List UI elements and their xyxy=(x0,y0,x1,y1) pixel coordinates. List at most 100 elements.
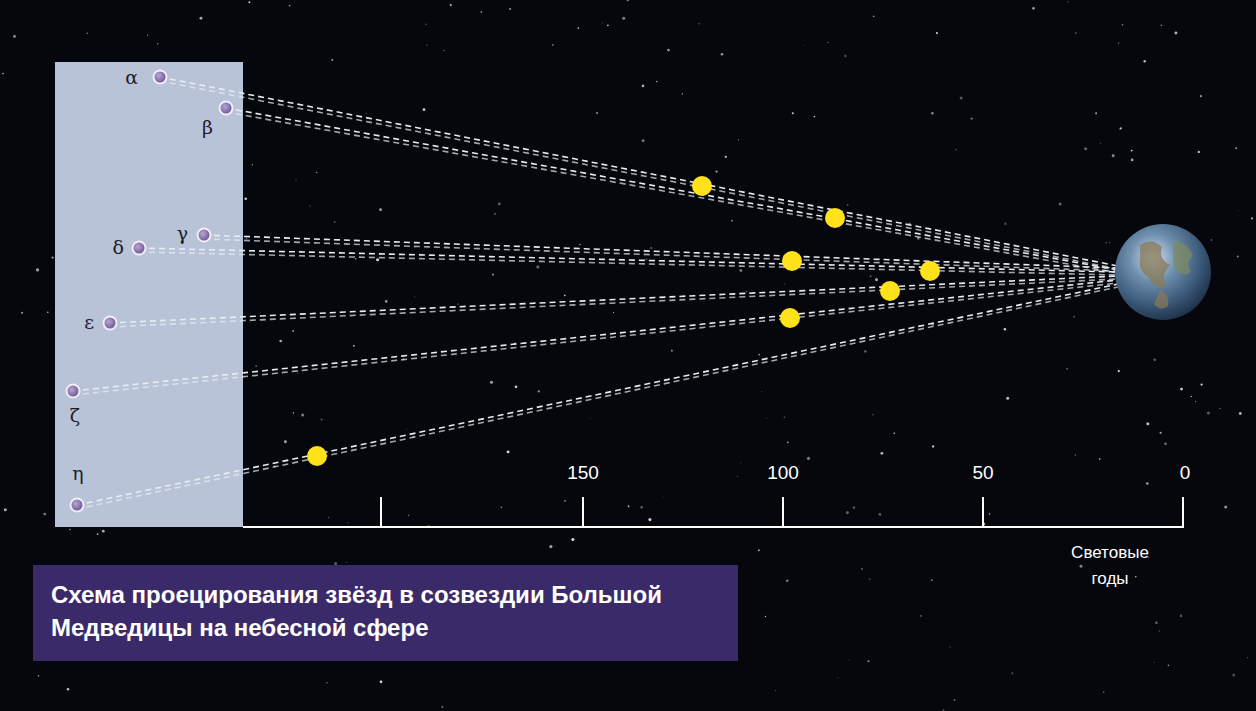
bg-star xyxy=(1211,239,1212,240)
bg-star xyxy=(347,522,349,524)
bg-star xyxy=(1011,672,1013,674)
bg-star xyxy=(847,204,848,205)
bg-star xyxy=(450,4,452,6)
bg-star xyxy=(334,221,336,223)
bg-star xyxy=(837,676,839,678)
sight-line xyxy=(226,112,1118,273)
bg-star xyxy=(1159,630,1161,632)
bg-star xyxy=(331,59,333,61)
bg-star xyxy=(353,345,355,347)
bg-star xyxy=(725,156,727,158)
bg-star xyxy=(1160,432,1162,434)
bg-star xyxy=(1161,24,1163,26)
bg-star xyxy=(844,55,846,57)
bg-star xyxy=(774,690,776,692)
bg-star xyxy=(642,139,645,142)
sight-line xyxy=(139,252,1118,275)
bg-star xyxy=(1004,222,1007,225)
bg-star xyxy=(1144,60,1146,62)
bg-star xyxy=(494,213,496,215)
bg-star xyxy=(648,518,651,521)
bg-star xyxy=(740,462,742,464)
star-letter: α xyxy=(125,66,138,88)
bg-star xyxy=(157,43,159,45)
bg-star xyxy=(4,508,7,511)
bg-star xyxy=(682,93,683,94)
bg-star xyxy=(875,278,878,281)
bg-star xyxy=(869,578,871,580)
sight-line xyxy=(204,239,1118,271)
projected-stars xyxy=(67,71,233,512)
bg-star xyxy=(69,529,70,530)
scale-number: 150 xyxy=(567,462,599,484)
bg-star xyxy=(248,1,250,3)
sight-line xyxy=(160,77,1118,266)
projected-star xyxy=(71,499,84,512)
bg-star xyxy=(814,116,816,118)
bg-star xyxy=(345,561,347,563)
bg-star xyxy=(803,45,805,47)
bg-star xyxy=(97,533,99,535)
bg-star xyxy=(1146,422,1149,425)
bg-star xyxy=(385,300,388,303)
bg-star xyxy=(1084,147,1087,150)
bg-star xyxy=(67,688,70,691)
bg-star xyxy=(293,412,295,414)
bg-star xyxy=(1195,401,1196,402)
bg-star xyxy=(1191,396,1192,397)
bg-star xyxy=(943,709,945,711)
celestial-sphere-panel xyxy=(55,62,243,527)
bg-star xyxy=(36,268,39,271)
bg-star xyxy=(355,258,357,260)
bg-star xyxy=(786,580,789,583)
bg-star xyxy=(279,340,282,343)
bg-star xyxy=(663,496,665,498)
bg-star xyxy=(1103,691,1105,693)
bg-star xyxy=(1224,505,1227,508)
bg-star xyxy=(38,675,39,676)
bg-star xyxy=(642,85,645,88)
bg-star xyxy=(1075,32,1077,34)
bg-star xyxy=(872,414,873,415)
bg-star xyxy=(509,8,511,10)
sight-line xyxy=(73,283,1118,395)
bg-star xyxy=(292,330,294,332)
bg-star xyxy=(1118,42,1119,43)
bg-star xyxy=(1098,258,1100,260)
bg-star xyxy=(792,112,794,114)
bg-star xyxy=(47,311,49,313)
bg-star xyxy=(1153,359,1155,361)
bg-star xyxy=(490,381,493,384)
scale-number: 100 xyxy=(767,462,799,484)
bg-star xyxy=(1004,328,1007,331)
bg-star xyxy=(738,139,739,140)
star-letter: η xyxy=(72,462,83,484)
real-star xyxy=(780,308,800,328)
bg-star xyxy=(758,549,760,551)
bg-star xyxy=(52,257,54,259)
bg-star xyxy=(613,312,614,313)
star-letter: ζ xyxy=(70,404,80,426)
sight-line xyxy=(73,280,1118,391)
bg-star xyxy=(309,205,310,206)
bg-star xyxy=(326,682,327,683)
bg-star xyxy=(564,500,566,502)
bg-star xyxy=(1219,408,1220,409)
bg-star xyxy=(765,616,766,617)
bg-star xyxy=(1239,412,1242,415)
bg-star xyxy=(1232,673,1235,676)
star-letter: β xyxy=(202,116,213,138)
bg-star xyxy=(740,269,743,272)
bg-star xyxy=(1109,242,1110,243)
star-letter: δ xyxy=(113,236,124,258)
bg-star xyxy=(1246,657,1248,659)
bg-star xyxy=(1119,128,1121,130)
sight-lines xyxy=(73,77,1118,509)
bg-star xyxy=(457,303,459,305)
bg-star xyxy=(284,440,287,443)
bg-star xyxy=(784,284,785,285)
bg-star xyxy=(1095,112,1097,114)
bg-star xyxy=(602,22,603,23)
bg-star xyxy=(1032,7,1035,10)
real-star xyxy=(692,176,712,196)
